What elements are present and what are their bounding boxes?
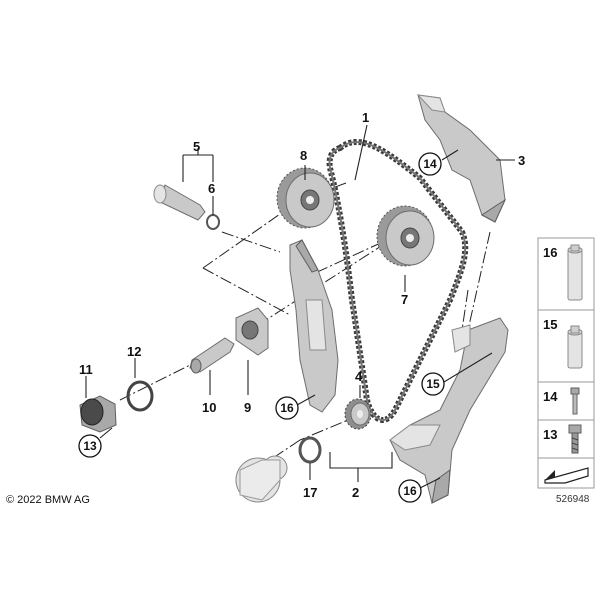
intake-vanos-sprocket xyxy=(276,167,335,229)
callout-5: 5 xyxy=(193,139,200,154)
callout-16a: 16 xyxy=(280,401,294,415)
panel-label-16: 16 xyxy=(543,245,557,260)
callout-1: 1 xyxy=(362,110,369,125)
callout-2: 2 xyxy=(352,485,359,500)
bolt-14-icon xyxy=(570,387,580,415)
flange-9 xyxy=(235,307,269,356)
callout-4: 4 xyxy=(355,369,363,384)
lower-chain-guide xyxy=(389,317,509,504)
sealing-ring-17 xyxy=(298,436,322,464)
callout-3: 3 xyxy=(518,153,525,168)
callout-8: 8 xyxy=(300,148,307,163)
screw-plug-11 xyxy=(79,395,117,433)
callout-13-circle: 13 xyxy=(78,434,102,458)
callout-14: 14 xyxy=(423,157,437,171)
side-parts-panel: 16 15 14 13 xyxy=(537,237,595,489)
panel-cell-13 xyxy=(537,419,595,459)
pin-16-icon xyxy=(567,244,583,301)
callout-17: 17 xyxy=(303,485,317,500)
callout-11: 11 xyxy=(79,362,93,377)
callout-16b-circle: 16 xyxy=(398,479,422,503)
panel-label-15: 15 xyxy=(543,317,557,332)
callout-10: 10 xyxy=(202,400,216,415)
callout-15-circle: 15 xyxy=(421,372,445,396)
panel-label-13: 13 xyxy=(543,427,557,442)
callout-16a-circle: 16 xyxy=(275,396,299,420)
timing-chain xyxy=(326,139,469,423)
crankshaft-sprocket xyxy=(344,398,372,430)
callout-16b: 16 xyxy=(403,484,417,498)
pin-15-icon xyxy=(567,325,583,369)
callout-13: 13 xyxy=(83,439,97,453)
tensioner-rail xyxy=(289,239,339,413)
diagram-reference-number: 526948 xyxy=(556,494,590,505)
crankshaft-hub xyxy=(235,455,288,503)
exhaust-vanos-sprocket xyxy=(376,205,435,267)
copyright-notice: © 2022 BMW AG xyxy=(6,494,90,506)
seal-ring-12 xyxy=(126,380,154,412)
callout-6: 6 xyxy=(208,181,215,196)
bolt-13-icon xyxy=(568,424,582,454)
callout-7: 7 xyxy=(401,292,408,307)
callouts: 1 2 3 4 5 6 7 8 9 10 11 12 17 13 14 15 1… xyxy=(78,110,525,503)
o-ring-6 xyxy=(206,214,220,230)
upper-chain-guide xyxy=(416,94,507,223)
bolt-5 xyxy=(153,184,206,221)
panel-label-14: 14 xyxy=(543,389,558,404)
chain-tensioner-10 xyxy=(189,337,235,374)
direction-arrow-icon xyxy=(544,467,589,484)
callout-14-circle: 14 xyxy=(418,152,442,176)
callout-12: 12 xyxy=(127,344,141,359)
callout-9: 9 xyxy=(244,400,251,415)
leader-lines xyxy=(85,124,515,489)
callout-15: 15 xyxy=(426,377,440,391)
